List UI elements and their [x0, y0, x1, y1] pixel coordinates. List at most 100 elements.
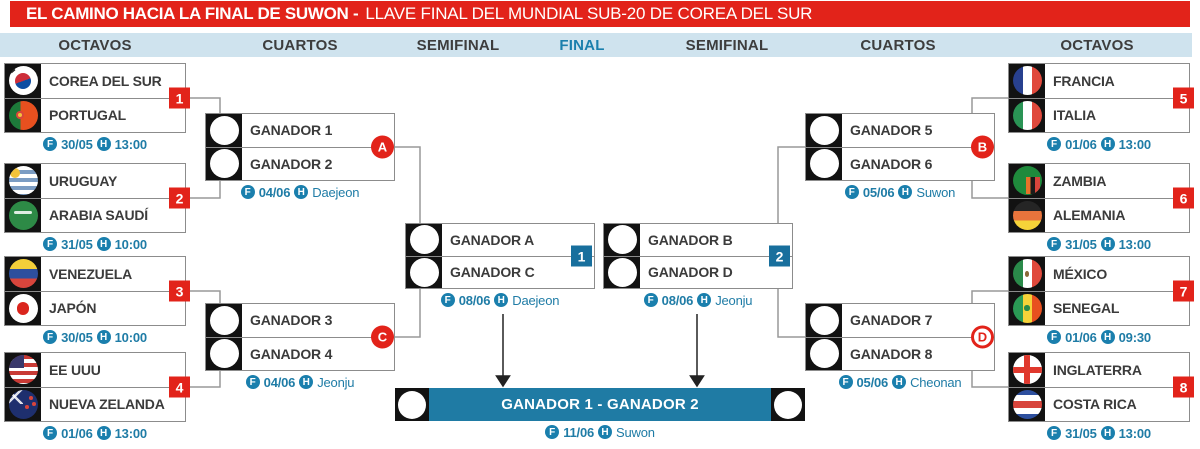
venue-value: Jeonju: [715, 292, 753, 308]
team-name: GANADOR 7: [850, 312, 933, 329]
flag-cell: [5, 257, 41, 291]
date-icon: F: [245, 375, 260, 389]
team-name: GANADOR 4: [250, 345, 333, 362]
flag-cell: [206, 114, 242, 147]
time-icon: H: [96, 137, 111, 151]
octavos-match-5: FRANCIA ITALIA 5: [1008, 63, 1194, 133]
empty-flag-icon: [398, 390, 426, 419]
flag-cell: [806, 304, 842, 337]
flag-cell: [604, 224, 640, 256]
venue-value: Suwon: [916, 184, 956, 200]
date-icon: F: [643, 293, 658, 307]
team-row: GANADOR C: [406, 255, 594, 288]
venue-icon: H: [892, 375, 907, 389]
empty-flag-icon: [209, 339, 239, 369]
team-name: GANADOR 3: [250, 312, 333, 329]
empty-flag-icon: [209, 305, 239, 335]
flag-saudi-arabia-icon: [8, 200, 38, 230]
date-value: 31/05: [61, 236, 93, 252]
flag-cell: [1009, 291, 1045, 325]
date-icon: F: [545, 425, 560, 439]
team-row: ARABIA SAUDÍ: [5, 197, 185, 232]
team-name: GANADOR D: [648, 264, 733, 281]
semifinal-match-2: GANADOR B GANADOR D 2: [603, 223, 793, 289]
time-icon: H: [1100, 237, 1115, 251]
team-row: INGLATERRA: [1009, 353, 1189, 387]
team-row: ZAMBIA: [1009, 164, 1189, 198]
team-name: COREA DEL SUR: [49, 72, 162, 89]
round-header-octavos-left: OCTAVOS: [58, 37, 132, 54]
team-name: ITALIA: [1053, 107, 1096, 124]
round-header-strip: [0, 33, 1192, 57]
team-row: PORTUGAL: [5, 97, 185, 132]
flag-cell: [406, 256, 442, 288]
flag-germany-icon: [1012, 200, 1042, 230]
flag-mexico-icon: [1012, 259, 1042, 289]
empty-flag-icon: [774, 390, 802, 419]
flag-cell: [1009, 257, 1045, 291]
empty-flag-icon: [209, 115, 239, 145]
team-row: NUEVA ZELANDA: [5, 386, 185, 421]
team-name: GANADOR 8: [850, 345, 933, 362]
octavos-match-4: EE UUU NUEVA ZELANDA 4: [4, 352, 190, 422]
team-row: GANADOR B: [604, 224, 792, 256]
venue-value: Daejeon: [512, 292, 560, 308]
team-name: ALEMANIA: [1053, 207, 1126, 224]
date-value: 31/05: [1065, 425, 1097, 441]
flag-italy-icon: [1012, 100, 1042, 130]
date-value: 01/06: [1065, 136, 1097, 152]
team-name: VENEZUELA: [49, 265, 132, 282]
empty-flag-icon: [607, 225, 637, 255]
team-row: ITALIA: [1009, 97, 1189, 132]
venue-icon: H: [898, 185, 913, 199]
flag-venezuela-icon: [8, 259, 38, 289]
match-number-badge: 6: [1173, 187, 1194, 209]
team-name: COSTA RICA: [1053, 396, 1137, 413]
octavos-match-2: URUGUAY ARABIA SAUDÍ 2: [4, 163, 190, 233]
date-value: 31/05: [1065, 236, 1097, 252]
match-number-badge: 1: [169, 87, 190, 109]
team-row: JAPÓN: [5, 290, 185, 325]
team-name: GANADOR 2: [250, 155, 333, 172]
date-icon: F: [43, 426, 58, 440]
team-row: GANADOR 5: [806, 114, 994, 147]
cuartos-match-b: GANADOR 5 GANADOR 6 B: [805, 113, 995, 181]
flag-cell: [406, 224, 442, 256]
date-value: 04/06: [263, 374, 296, 390]
final-label: GANADOR 1 - GANADOR 2: [501, 396, 699, 413]
empty-flag-icon: [209, 149, 239, 179]
flag-cell: [395, 388, 429, 421]
flag-cell: [771, 388, 805, 421]
date-value: 08/06: [458, 292, 491, 308]
flag-cell: [5, 164, 41, 198]
empty-flag-icon: [809, 115, 839, 145]
round-header-cuartos-left: CUARTOS: [262, 37, 338, 54]
team-name: MÉXICO: [1053, 265, 1108, 282]
final-bar: GANADOR 1 - GANADOR 2: [395, 388, 805, 421]
date-value: 01/06: [1065, 329, 1097, 345]
time-value: 13:00: [1118, 425, 1151, 441]
team-name: GANADOR C: [450, 264, 535, 281]
title-main: EL CAMINO HACIA LA FINAL DE SUWON -: [26, 4, 359, 23]
empty-flag-icon: [607, 257, 637, 287]
team-name: EE UUU: [49, 361, 101, 378]
flag-cell: [806, 337, 842, 370]
flag-cell: [5, 353, 41, 387]
date-icon: F: [43, 330, 58, 344]
venue-value: Daejeon: [312, 184, 360, 200]
flag-cell: [1009, 387, 1045, 421]
team-row: COSTA RICA: [1009, 386, 1189, 421]
flag-cell: [806, 147, 842, 180]
team-name: PORTUGAL: [49, 107, 126, 124]
time-value: 13:00: [1118, 136, 1151, 152]
flag-cell: [206, 337, 242, 370]
team-row: ALEMANIA: [1009, 197, 1189, 232]
team-row: GANADOR A: [406, 224, 594, 256]
team-row: GANADOR 3: [206, 304, 394, 337]
team-row: GANADOR 7: [806, 304, 994, 337]
